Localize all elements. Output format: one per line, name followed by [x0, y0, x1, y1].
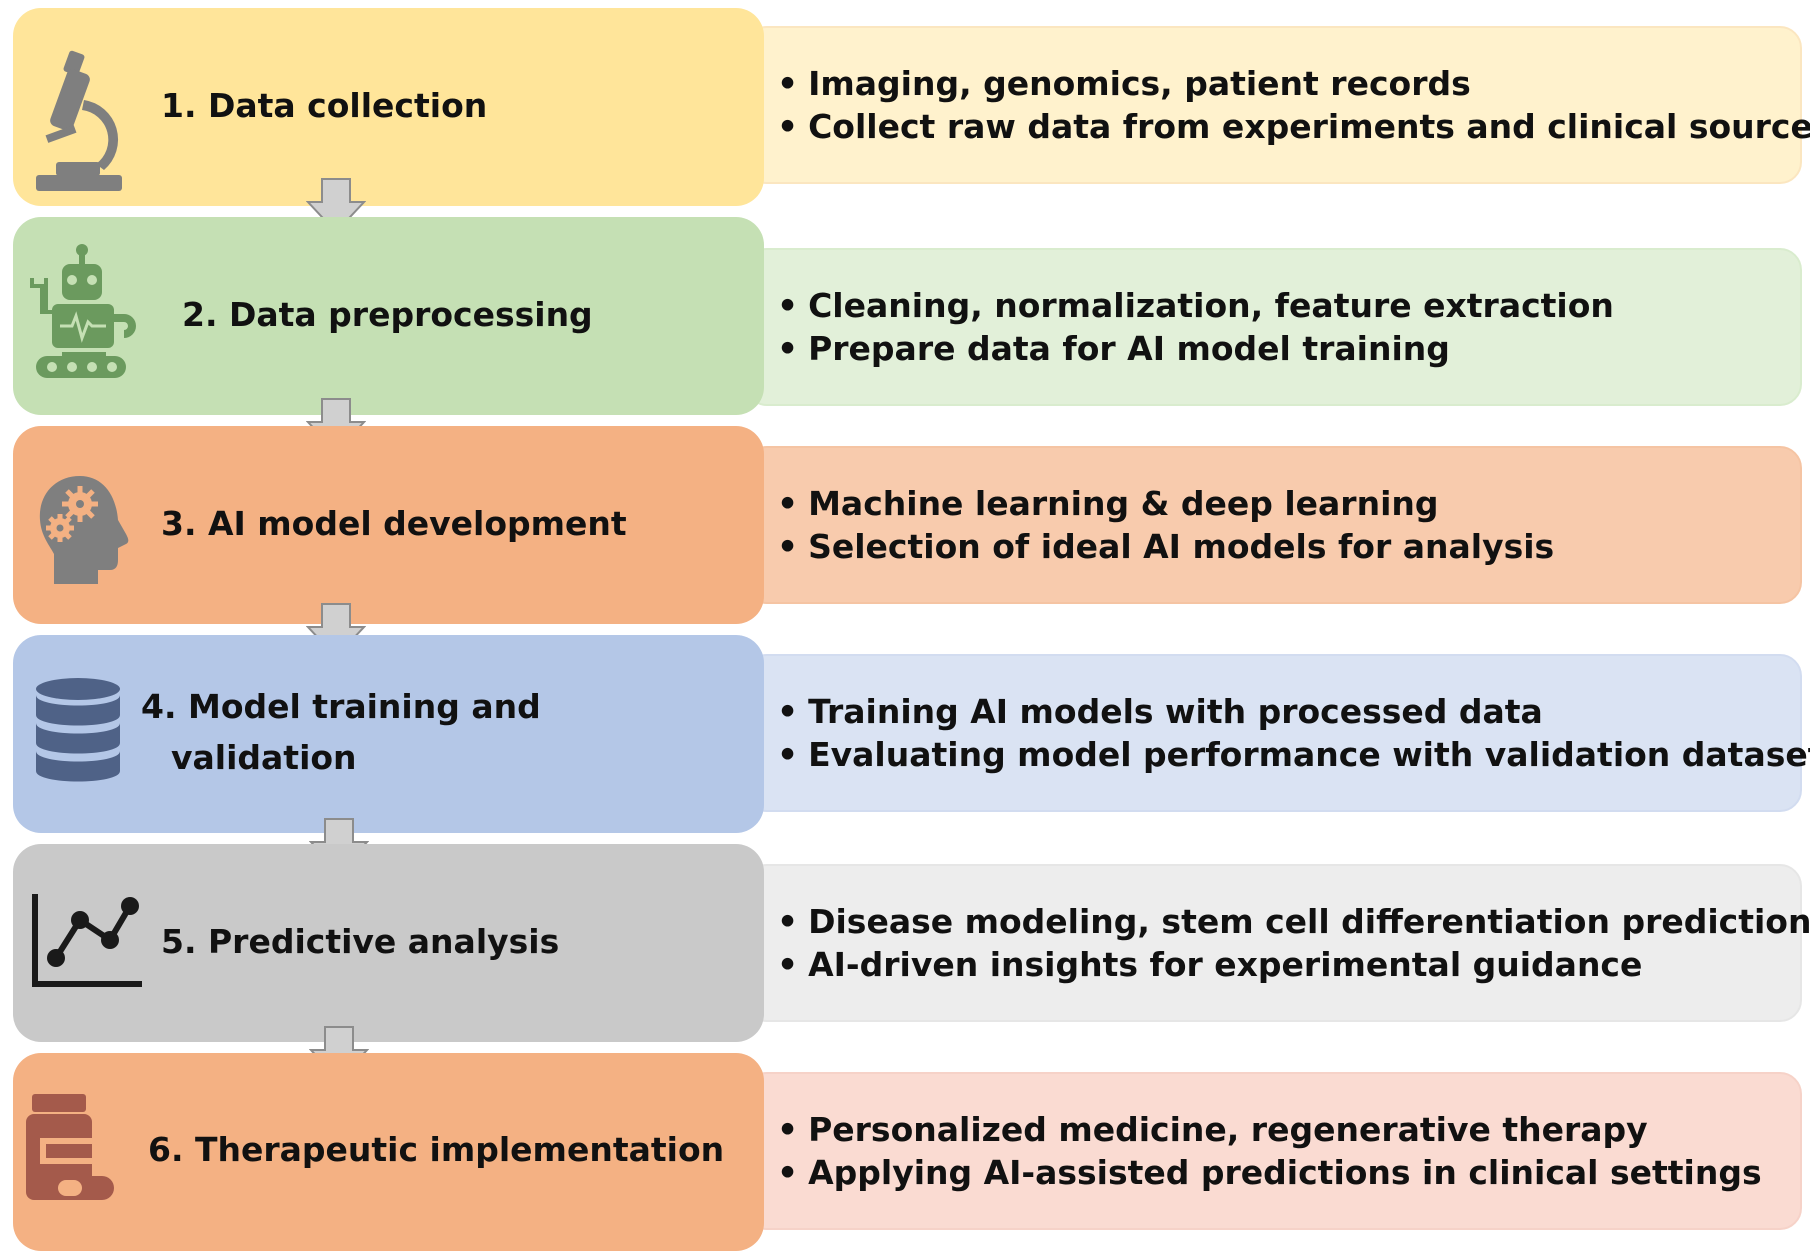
step-5-details: Disease modeling, stem cell differentiat…: [745, 864, 1810, 1022]
step-6-card: [13, 1053, 764, 1251]
step-6-bullet-2: Applying AI-assisted predictions in clin…: [802, 1151, 1800, 1194]
step-1-title: 1. Data collection: [161, 86, 488, 125]
step-2-card: [13, 217, 764, 415]
step-3-details: Machine learning & deep learning Selecti…: [745, 446, 1802, 604]
head-gears-icon: [39, 476, 129, 584]
step-1-bullet-1: Imaging, genomics, patient records: [802, 62, 1800, 105]
step-3-card: [13, 426, 764, 624]
step-6-bullet-1: Personalized medicine, regenerative ther…: [802, 1108, 1800, 1151]
step-3-bullet-1: Machine learning & deep learning: [802, 482, 1800, 525]
step-4-title-line-1: 4. Model training and: [141, 687, 541, 726]
step-1-bullet-2: Collect raw data from experiments and cl…: [802, 105, 1810, 148]
step-5-bullet-2: AI-driven insights for experimental guid…: [802, 943, 1800, 986]
step-2-details: Cleaning, normalization, feature extract…: [745, 248, 1802, 406]
step-1-card: [13, 8, 764, 206]
step-4-title-line-2: validation: [171, 738, 357, 777]
step-4-bullet-1: Training AI models with processed data: [802, 690, 1800, 733]
step-2-bullet-2: Prepare data for AI model training: [802, 327, 1800, 370]
step-5-title: 5. Predictive analysis: [161, 922, 560, 961]
step-1-details: Imaging, genomics, patient records Colle…: [745, 26, 1810, 184]
robot-icon: [30, 244, 136, 378]
step-4-card: [13, 635, 764, 833]
step-6-title: 6. Therapeutic implementation: [148, 1130, 725, 1169]
line-chart-icon: [32, 894, 142, 987]
step-4-details: Training AI models with processed data E…: [745, 654, 1810, 812]
microscope-icon: [36, 50, 122, 191]
database-icon: [36, 678, 120, 782]
step-6-details: Personalized medicine, regenerative ther…: [745, 1072, 1802, 1230]
step-2-bullet-1: Cleaning, normalization, feature extract…: [802, 284, 1800, 327]
step-3-title: 3. AI model development: [161, 504, 627, 543]
medicine-bottle-icon: [26, 1094, 114, 1200]
step-4-bullet-2: Evaluating model performance with valida…: [802, 733, 1810, 776]
step-5-bullet-1: Disease modeling, stem cell differentiat…: [802, 900, 1810, 943]
step-2-title: 2. Data preprocessing: [182, 295, 593, 334]
step-5-card: [13, 844, 764, 1042]
step-3-bullet-2: Selection of ideal AI models for analysi…: [802, 525, 1800, 568]
